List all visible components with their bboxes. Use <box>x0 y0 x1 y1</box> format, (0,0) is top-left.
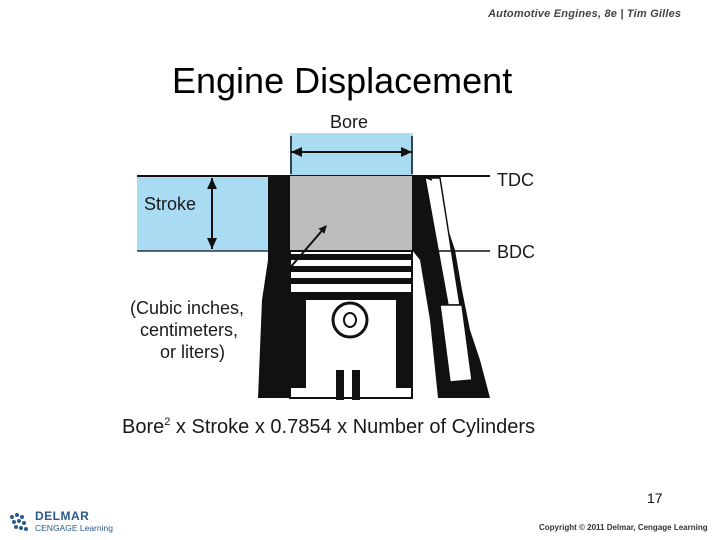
slide-title: Engine Displacement <box>172 60 513 101</box>
volume-label-line2: centimeters, <box>140 320 238 340</box>
bdc-label: BDC <box>497 242 535 262</box>
copyright-text: Copyright © 2011 Delmar, Cengage Learnin… <box>539 523 708 532</box>
logo-subbrand: CENGAGE Learning <box>35 523 113 533</box>
connecting-rod <box>336 370 344 400</box>
formula-rest: x Stroke x 0.7854 x Number of Cylinders <box>170 416 535 438</box>
displacement-formula: Bore2 x Stroke x 0.7854 x Number of Cyli… <box>122 416 535 439</box>
logo-brand: DELMAR <box>35 509 90 523</box>
logo-dots-icon <box>10 513 28 531</box>
volume-label-line1: (Cubic inches, <box>130 298 244 318</box>
stroke-label: Stroke <box>144 194 196 214</box>
bore-highlight <box>290 133 413 175</box>
volume-arrow <box>263 225 327 299</box>
volume-label-line3: or liters) <box>160 342 225 362</box>
formula-bore: Bore <box>122 416 165 438</box>
tdc-label: TDC <box>497 170 534 190</box>
page-number: 17 <box>647 490 663 506</box>
bore-label: Bore <box>330 112 368 132</box>
header-text: Automotive Engines, 8e | Tim Gilles <box>488 8 682 20</box>
delmar-logo: DELMAR CENGAGE Learning <box>8 508 128 536</box>
stroke-highlight <box>137 176 269 251</box>
formula-exponent: 2 <box>164 416 171 428</box>
displacement-volume <box>290 176 412 251</box>
